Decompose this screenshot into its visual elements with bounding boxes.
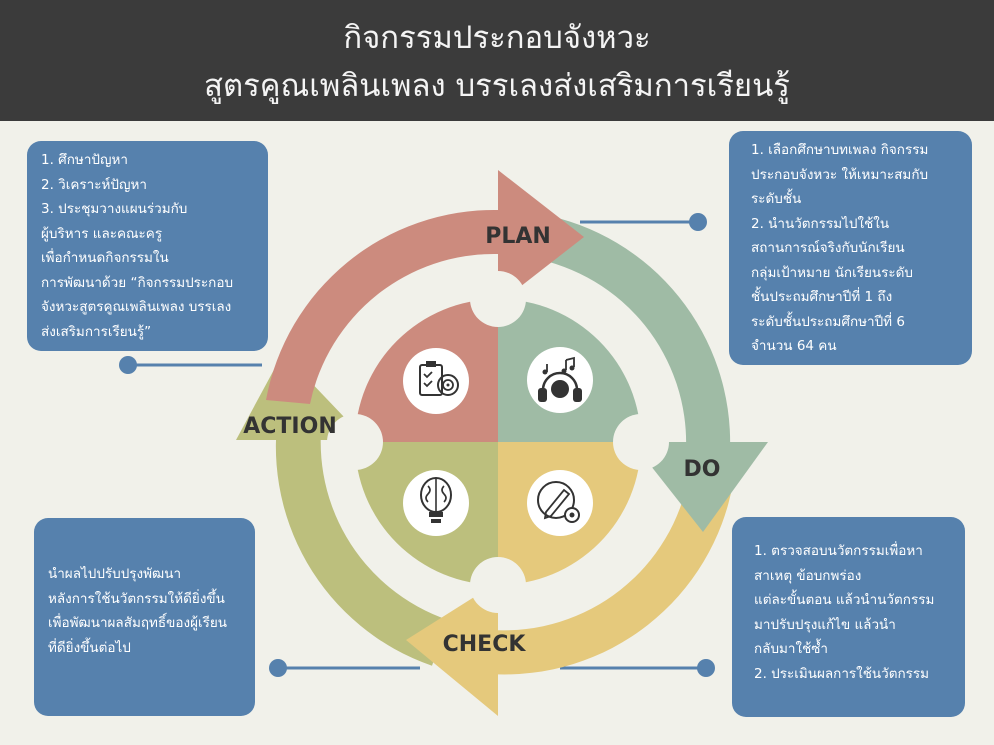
box-line: สถานการณ์จริงกับนักเรียน bbox=[751, 240, 905, 256]
box-line: 2. วิเคราะห์ปัญหา bbox=[41, 176, 147, 193]
box-line: กลับมาใช้ซ้ำ bbox=[754, 641, 828, 657]
do-arc bbox=[532, 214, 731, 450]
clipboard-target-icon bbox=[403, 348, 469, 414]
connector-dot-check-right bbox=[697, 659, 715, 677]
box-line: มาปรับปรุงแก้ไข แล้วนำ bbox=[754, 616, 896, 633]
box-line: การพัฒนาด้วย “กิจกรรมประกอบ bbox=[41, 274, 234, 291]
connector-dot-plan-left bbox=[119, 356, 137, 374]
check-arrowhead bbox=[406, 582, 498, 716]
plan-detail-box: 1. ศึกษาปัญหา 2. วิเคราะห์ปัญหา 3. ประชุ… bbox=[27, 141, 268, 351]
box-line: จำนวน 64 คน bbox=[751, 338, 837, 354]
notch-right bbox=[613, 414, 669, 470]
stage-label-plan: PLAN bbox=[485, 224, 551, 249]
connector-dot-action-left bbox=[269, 659, 287, 677]
notch-bottom bbox=[470, 557, 526, 613]
box-line: หลังการใช้นวัตกรรมให้ดียิ่งขึ้น bbox=[48, 590, 225, 607]
plan-arc bbox=[266, 209, 498, 404]
plan-arrowhead bbox=[498, 170, 584, 304]
header-bar bbox=[0, 0, 994, 121]
inner-quadrants bbox=[327, 271, 669, 613]
connectors bbox=[119, 213, 715, 677]
box-line: กลุ่มเป้าหมาย นักเรียนระดับ bbox=[751, 264, 913, 281]
box-line: ระดับชั้น bbox=[751, 191, 802, 207]
notch-top bbox=[470, 271, 526, 327]
box-line: จังหวะสูตรคูณเพลินเพลง บรรเลง bbox=[41, 299, 232, 315]
box-line: 2. ประเมินผลการใช้นวัตกรรม bbox=[754, 665, 930, 682]
box-line: สาเหตุ ข้อบกพร่อง bbox=[754, 567, 862, 584]
box-line: ส่งเสริมการเรียนรู้” bbox=[41, 323, 152, 340]
box-line: ประกอบจังหวะ ให้เหมาะสมกับ bbox=[751, 166, 929, 183]
stage-label-check: CHECK bbox=[443, 632, 527, 657]
stage-label-action: ACTION bbox=[243, 414, 336, 439]
box-line: ที่ดียิ่งขึ้นต่อไป bbox=[48, 639, 131, 656]
box-line: แต่ละขั้นตอน แล้วนำนวัตกรรม bbox=[754, 592, 935, 608]
page-title-line-2: สูตรคูณเพลินเพลง บรรเลงส่งเสริมการเรียนร… bbox=[204, 68, 790, 104]
connector-dot-do-right bbox=[689, 213, 707, 231]
box-line: 3. ประชุมวางแผนร่วมกับ bbox=[41, 201, 188, 217]
music-headphones-icon bbox=[527, 347, 593, 413]
check-arc bbox=[490, 475, 733, 675]
box-line: 1. เลือกศึกษาบทเพลง กิจกรรม bbox=[751, 142, 929, 158]
outer-ring bbox=[236, 170, 768, 716]
brain-bulb-icon bbox=[403, 470, 469, 536]
box-line: นำผลไปปรับปรุงพัฒนา bbox=[48, 566, 182, 582]
stage-label-do: DO bbox=[684, 457, 721, 482]
check-detail-box: 1. ตรวจสอบนวัตกรรมเพื่อหา สาเหตุ ข้อบกพร… bbox=[732, 517, 965, 717]
pencil-gear-icon bbox=[527, 470, 593, 536]
box-line: ผู้บริหาร และคณะครู bbox=[41, 225, 163, 242]
box-line: 2. นำนวัตกรรมไปใช้ใน bbox=[751, 215, 890, 232]
box-line: เพื่อกำหนดกิจกรรมใน bbox=[41, 250, 169, 266]
page-title-line-1: กิจกรรมประกอบจังหวะ bbox=[343, 20, 651, 56]
do-detail-box: 1. เลือกศึกษาบทเพลง กิจกรรม ประกอบจังหวะ… bbox=[729, 131, 972, 365]
box-line: ชั้นประถมศึกษาปีที่ 1 ถึง bbox=[751, 289, 893, 305]
box-line: 1. ศึกษาปัญหา bbox=[41, 152, 128, 168]
do-arrowhead bbox=[632, 442, 768, 532]
action-detail-box: นำผลไปปรับปรุงพัฒนา หลังการใช้นวัตกรรมให… bbox=[34, 518, 255, 716]
action-arc bbox=[275, 403, 448, 666]
box-line: เพื่อพัฒนาผลสัมฤทธิ์ของผู้เรียน bbox=[48, 615, 228, 631]
notch-left bbox=[327, 414, 383, 470]
box-line: 1. ตรวจสอบนวัตกรรมเพื่อหา bbox=[754, 543, 923, 559]
box-line: ระดับชั้นประถมศึกษาปีที่ 6 bbox=[751, 313, 905, 330]
